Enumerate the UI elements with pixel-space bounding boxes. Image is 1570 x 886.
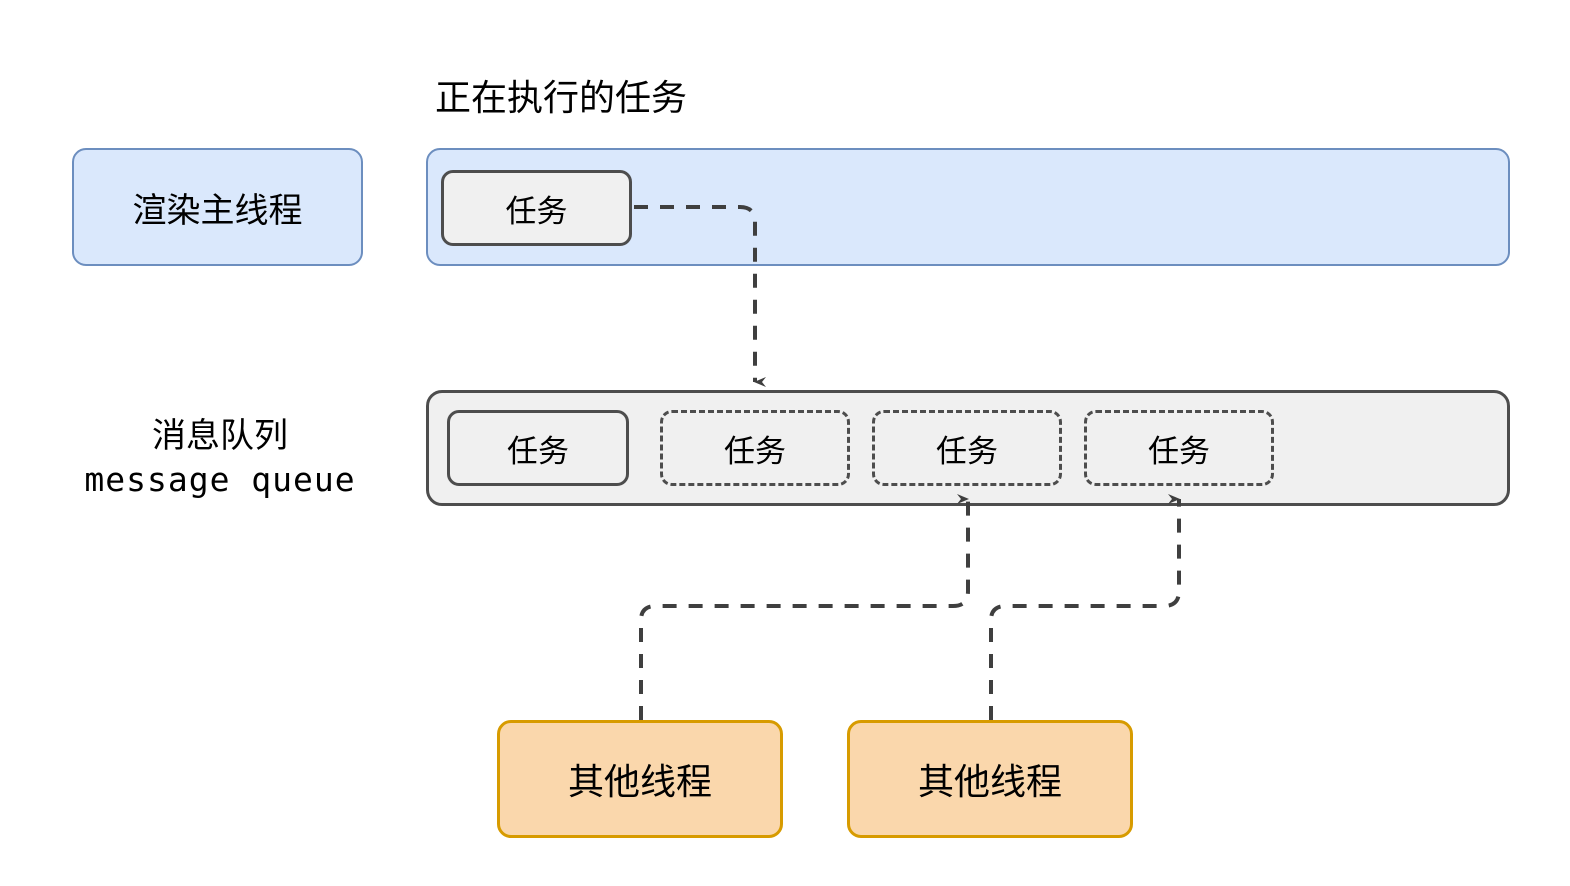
other-thread-label: 其他线程 (917, 761, 1062, 802)
queue-task-0[interactable]: 任务 (447, 410, 629, 486)
main-thread-task-0[interactable]: 任务 (441, 170, 632, 246)
message-queue-label-cn: 消息队列 (152, 417, 288, 455)
task-label: 任务 (936, 433, 998, 469)
other-thread-box-1[interactable]: 其他线程 (847, 720, 1133, 838)
message-queue-label: 消息队列 message queue (55, 414, 385, 502)
other-thread-box-0[interactable]: 其他线程 (497, 720, 783, 838)
main-thread-label-box: 渲染主线程 (72, 148, 363, 266)
task-label: 任务 (724, 433, 786, 469)
arrow-other-thread-0-to-queue (639, 494, 970, 720)
arrow-other-thread-1-to-queue (989, 494, 1181, 720)
queue-task-1[interactable]: 任务 (660, 410, 850, 486)
running-task-title: 正在执行的任务 (435, 77, 688, 118)
message-queue-label-en: message queue (84, 460, 356, 499)
main-thread-label-text: 渲染主线程 (132, 191, 303, 230)
queue-task-3[interactable]: 任务 (1084, 410, 1274, 486)
queue-task-2[interactable]: 任务 (872, 410, 1062, 486)
task-label: 任务 (507, 433, 569, 469)
task-label: 任务 (1148, 433, 1210, 469)
other-thread-label: 其他线程 (567, 761, 712, 802)
task-label: 任务 (505, 193, 568, 229)
